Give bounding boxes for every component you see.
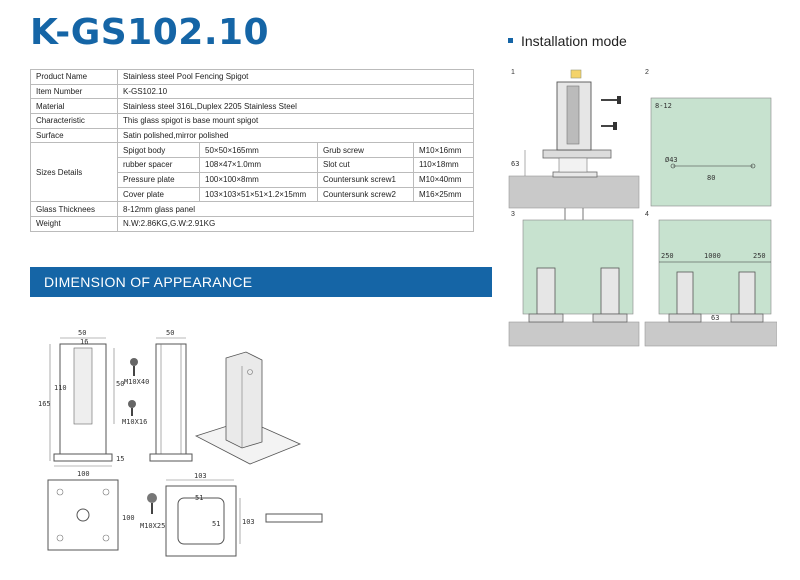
installation-heading-text: Installation mode [521,33,627,49]
hole-mark [750,163,756,169]
dimension-label: 250 [661,252,674,260]
bullet-icon [508,37,513,43]
spec-row-surface: Surface Satin polished,mirror polished [30,127,474,144]
spec-row-size: Sizes Details Spigot body 50×50×165mm Gr… [30,142,474,203]
size-value: M10×16mm [413,142,474,159]
size-name: rubber spacer [117,157,200,173]
isometric-view [194,351,302,465]
spec-value: Satin polished,mirror polished [117,127,474,144]
spec-label: Material [30,98,118,115]
gold-screw-icon [570,69,582,79]
screw-icon [128,400,136,416]
spec-label: Surface [30,127,118,144]
size-value: M16×25mm [413,186,474,203]
dimension-label: M10X16 [122,418,147,426]
spec-label: Product Name [30,69,118,85]
dimension-label: 50 [78,329,86,337]
size-name: Cover plate [117,186,200,203]
product-title: K-GS102.10 [30,12,270,53]
dimension-label: M10X40 [124,378,149,386]
size-name: Pressure plate [117,171,200,188]
installation-heading: Installation mode [508,33,627,49]
step-number: 1 [511,69,515,76]
dimension-label: 250 [753,252,766,260]
spec-row-characteristic: Characteristic This glass spigot is base… [30,113,474,129]
size-value: M10×40mm [413,171,474,188]
size-value: 108×47×1.0mm [199,157,318,173]
cover-plate-view [165,479,323,557]
dimension-label: 80 [707,174,715,182]
spec-label: Sizes Details [30,142,118,203]
front-view [49,337,115,467]
spigot-drawing [528,267,564,323]
size-name: Countersunk screw1 [317,171,414,188]
size-name: Slot cut [317,157,414,173]
dimension-banner: DIMENSION OF APPEARANCE [30,267,492,297]
dimension-label: 8-12 [655,102,672,110]
spec-label: Item Number [30,83,118,100]
size-name: Spigot body [117,142,200,159]
spec-row-material: Material Stainless steel 316L,Duplex 220… [30,98,474,115]
dimension-label: 165 [38,400,51,408]
ground-slab [644,321,777,347]
spigot-drawing [592,267,628,323]
step-number: 3 [511,211,515,218]
dimension-label: 51 [195,494,203,502]
spec-value: 8-12mm glass panel [117,201,474,217]
screw-icon [130,358,138,376]
spec-label: Weight [30,215,118,232]
dimension-label: 16 [80,338,88,346]
spec-label: Characteristic [30,113,118,129]
screw-icon [601,122,617,130]
spec-row-size: rubber spacer 108×47×1.0mm Slot cut 110×… [31,157,474,173]
dimension-label: 110 [54,384,67,392]
spec-row-product-name: Product Name Stainless steel Pool Fencin… [30,69,474,85]
dimension-label: M10X25 [140,522,165,530]
side-view [149,337,193,462]
dimension-label: Ø43 [665,156,678,164]
spec-value: This glass spigot is base mount spigot [117,113,474,129]
dimension-label: 100 [122,514,135,522]
dimension-label: 50 [166,329,174,337]
ground-slab [508,321,640,347]
dimension-label: 1000 [704,252,721,260]
spec-table: Product Name Stainless steel Pool Fencin… [30,69,474,232]
dimension-label: 63 [711,314,719,322]
size-value: 110×18mm [413,157,474,173]
spec-value: Stainless steel Pool Fencing Spigot [117,69,474,85]
step-number: 2 [645,69,649,76]
step-1-spigot [508,81,640,222]
size-name: Countersunk screw2 [317,186,414,203]
installation-drawings: 1 63 2 8-12 Ø43 80 3 4 250 [508,69,777,347]
screw-icon [147,493,157,514]
dimension-label: 50 [116,380,124,388]
spec-row-weight: Weight N.W:2.86KG,G.W:2.91KG [30,215,474,232]
spec-value: Stainless steel 316L,Duplex 2205 Stainle… [117,98,474,115]
screw-icon [601,96,621,104]
dimension-label: 63 [511,160,519,168]
spigot-drawing [668,271,702,323]
size-name: Grub screw [317,142,414,159]
size-value: 103×103×51×51×1.2×15mm [199,186,318,203]
size-value: 50×50×165mm [199,142,318,159]
spigot-drawing [730,271,764,323]
size-value: 100×100×8mm [199,171,318,188]
top-view [47,479,119,551]
dimension-label: 103 [194,472,207,480]
spec-row-glass: Glass Thicknees 8-12mm glass panel [30,201,474,217]
spec-value: K-GS102.10 [117,83,474,100]
spec-row-size: Cover plate 103×103×51×51×1.2×15mm Count… [31,186,474,203]
spec-value: N.W:2.86KG,G.W:2.91KG [117,215,474,232]
dimension-label: 51 [212,520,220,528]
dimension-label: 103 [242,518,255,526]
dimension-drawings: 50 16 165 110 50 15 100 M10X40 M10X16 50… [38,329,323,557]
spec-row-item-number: Item Number K-GS102.10 [30,83,474,100]
dimension-label: 100 [77,470,90,478]
hole-mark [670,163,676,169]
step-number: 4 [645,211,649,218]
dimension-label: 15 [116,455,124,463]
spec-label: Glass Thicknees [30,201,118,217]
glass-panel [650,97,772,207]
